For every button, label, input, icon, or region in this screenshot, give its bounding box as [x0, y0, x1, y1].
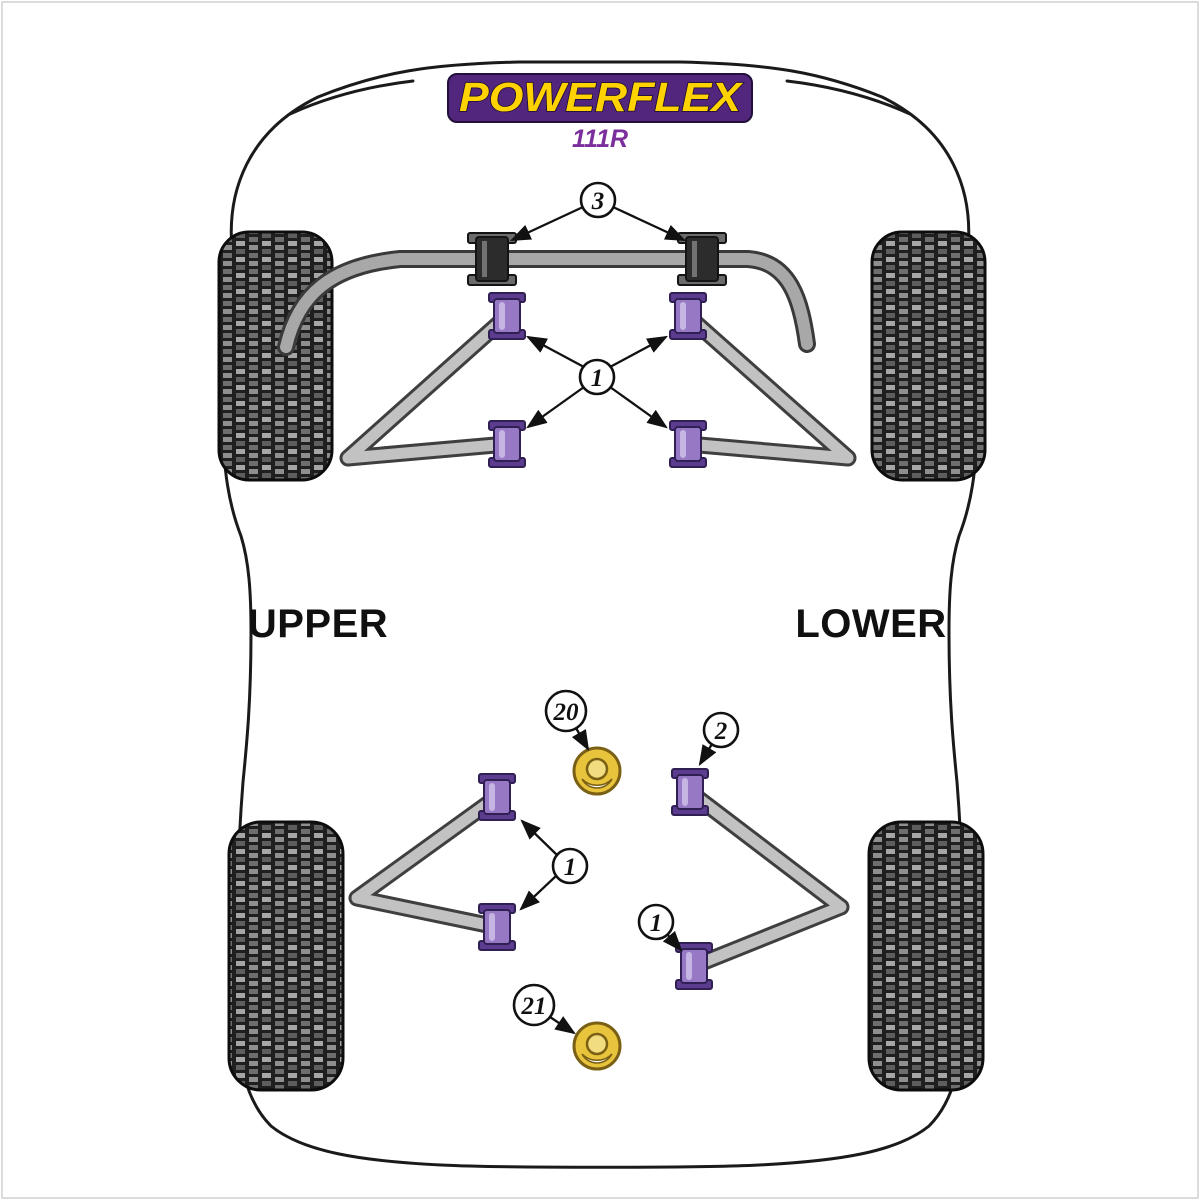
front-wishbone-right: [679, 307, 857, 467]
callout-circle: [544, 689, 588, 733]
arrow-line: [571, 727, 590, 751]
bushing-front-upper-left: [488, 292, 526, 340]
bushing-front-lower-left: [488, 420, 526, 468]
arrow-line: [519, 875, 557, 911]
headlight-left-line: [288, 79, 415, 116]
headlight-right-line: [785, 79, 912, 116]
callout-circle: [512, 983, 556, 1027]
label-lower: LOWER: [795, 602, 946, 646]
callout-number: 1: [564, 854, 577, 881]
brand-logo: POWERFLEX 111R: [447, 73, 753, 153]
arrow-line: [612, 205, 687, 242]
tire-front-left: [217, 230, 334, 482]
tire-rear-left: [227, 820, 345, 1092]
callout-number: 3: [591, 188, 605, 215]
arb-clamp-bush-right: [677, 232, 727, 286]
rear-wishbone-right: [681, 783, 850, 975]
arb-clamp-bush-left: [467, 232, 517, 286]
bushing-front-upper-right: [669, 292, 707, 340]
callout-number: 2: [714, 718, 728, 745]
callout-circle: [579, 181, 617, 219]
arrow-line: [609, 386, 668, 429]
mount-bushing-21: [572, 1021, 622, 1071]
tire-rear-right: [867, 820, 985, 1092]
front-wishbone-left: [339, 307, 516, 467]
bushing-rear-upper-right: [671, 768, 709, 816]
model-code: 111R: [572, 125, 628, 153]
callout-number: 20: [553, 699, 580, 726]
callout-front-wishbones: 1: [525, 335, 669, 429]
rear-wishbone-left: [348, 788, 506, 936]
arrow-line: [549, 1016, 576, 1035]
tire-front-right: [870, 230, 987, 482]
callout-circle: [702, 711, 740, 749]
logo-text: POWERFLEX: [459, 74, 744, 120]
mount-bushing-20: [572, 746, 622, 796]
callout-rear-inner: 2: [698, 711, 740, 766]
logo-background: [447, 73, 753, 123]
callout-circle: [637, 903, 675, 941]
bushing-rear-upper-left: [478, 773, 516, 821]
arrow-line: [520, 819, 558, 856]
arrow-line: [609, 335, 669, 369]
callout-number: 1: [591, 365, 604, 392]
arrow-line: [525, 335, 585, 369]
callout-circle: [551, 847, 589, 885]
arrow-line: [698, 743, 717, 766]
bushing-rear-lower-left: [478, 903, 516, 951]
callout-number: 1: [650, 910, 663, 937]
arrow-line: [526, 386, 585, 429]
callout-mount-20: 20: [544, 689, 590, 751]
callout-circle: [578, 358, 616, 396]
callout-rear-wishbone: 1: [519, 819, 589, 911]
callout-rear-outer: 1: [637, 903, 683, 952]
callout-number: 21: [521, 993, 547, 1020]
front-anti-roll-bar: [277, 250, 816, 356]
label-upper: UPPER: [248, 602, 388, 646]
arrow-line: [509, 205, 584, 242]
bushing-rear-lower-right: [675, 942, 713, 990]
arrow-line: [662, 930, 683, 952]
callout-mount-21: 21: [512, 983, 576, 1035]
callout-front-bar: 3: [509, 181, 687, 242]
bushing-front-lower-right: [669, 420, 707, 468]
